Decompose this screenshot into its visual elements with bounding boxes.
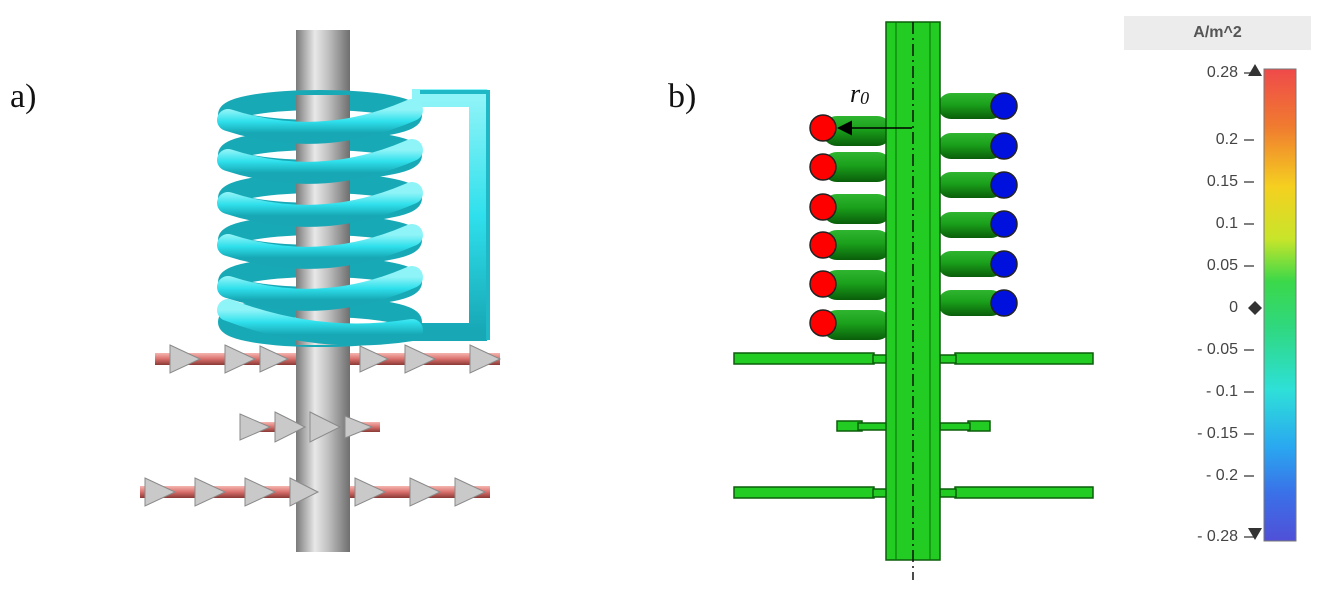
r0-label: r0 — [850, 79, 869, 108]
current-arrows — [144, 344, 502, 507]
panel-b-label: b) — [668, 78, 697, 115]
disk-b-3 — [733, 486, 1094, 499]
coil-tubes-b — [822, 93, 1004, 340]
coil-return-lead — [412, 89, 487, 341]
panel-a-3d-model — [140, 30, 502, 552]
disk-a-1 — [155, 350, 500, 370]
legend-tick-label: - 0.1 — [1205, 383, 1238, 400]
legend-colorbar — [1263, 68, 1297, 542]
legend-tick-label: 0.2 — [1215, 131, 1238, 148]
legend-max-marker — [1248, 64, 1262, 76]
legend-tick-label: - 0.05 — [1197, 341, 1238, 358]
legend-tick-marks — [1244, 72, 1254, 538]
legend-zero-marker — [1248, 301, 1262, 315]
conductors-positive — [809, 114, 837, 337]
legend-tick-label: - 0.15 — [1197, 425, 1238, 442]
legend-tick-label: 0.1 — [1215, 215, 1238, 232]
r0-subscript: 0 — [860, 88, 869, 108]
r0-symbol: r — [850, 79, 861, 108]
legend-tick-label: - 0.28 — [1197, 528, 1238, 545]
legend-min-marker — [1248, 528, 1262, 540]
color-legend — [1244, 64, 1297, 542]
legend-tick-label: 0 — [1229, 299, 1238, 316]
legend-tick-label: 0.28 — [1206, 64, 1238, 81]
legend-tick-label: 0.15 — [1206, 173, 1238, 190]
coil-front-turns — [217, 99, 423, 346]
legend-tick-label: 0.05 — [1206, 257, 1238, 274]
conductors-negative — [990, 92, 1018, 317]
panel-b-cross-section: r0 — [733, 21, 1094, 580]
legend-tick-label: - 0.2 — [1205, 467, 1238, 484]
legend-unit-header: A/m^2 — [1124, 16, 1311, 50]
panel-a-label: a) — [10, 78, 37, 115]
